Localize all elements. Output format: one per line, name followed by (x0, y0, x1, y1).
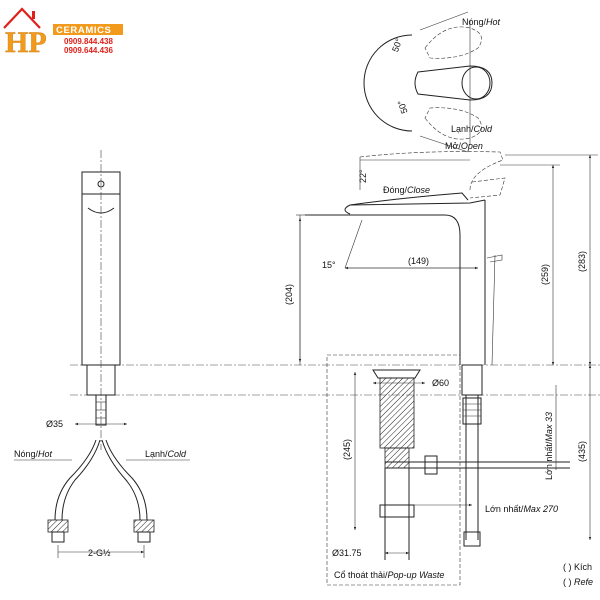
cold-hose-label: Lạnh/Cold (145, 449, 187, 459)
dim-thread: 2-G½ (88, 548, 111, 558)
angle-22: 22° (358, 169, 368, 183)
angle-50-top: 50° (390, 37, 404, 54)
dim-245: (245) (342, 439, 352, 460)
hot-label-top: Nóng/Hot (462, 17, 501, 27)
max-270-label: Lớn nhất/Max 270 (485, 504, 558, 514)
legend-line-2: ( ) Refe (563, 577, 593, 587)
legend: ( ) Kích ( ) Refe (563, 562, 593, 587)
dim-d35: Ø35 (46, 419, 63, 429)
logo-initials: HP (5, 26, 47, 59)
brand-logo: HP CERAMICS 0909.844.438 0909.644.436 (3, 7, 123, 59)
side-view: 22° 15° (149) (204) (259) (283) (435) Lớ… (70, 141, 600, 547)
dim-283: (283) (577, 251, 587, 272)
logo-phone-1: 0909.844.438 (64, 37, 113, 46)
dim-d60: Ø60 (432, 378, 449, 388)
dim-d31-75: Ø31.75 (332, 548, 362, 558)
angle-15: 15° (322, 260, 336, 270)
logo-brand: CERAMICS (56, 25, 111, 36)
dim-435: (435) (577, 441, 587, 462)
house-chimney-icon (32, 11, 35, 19)
popup-waste-label: Cổ thoát thải/Pop-up Waste (334, 570, 444, 580)
house-roof-icon (3, 7, 41, 29)
plan-view: 50° 50° Nóng/Hot Lạnh/Cold (363, 11, 501, 153)
max-33-label: Lớn nhất/Max 33 (544, 412, 554, 480)
open-label: Mở/Open (445, 141, 483, 151)
legend-line-1: ( ) Kích (563, 562, 592, 572)
popup-waste: Ø60 (245) Ø31.75 Cổ thoát thải/Pop-up Wa… (326, 354, 461, 586)
angle-50-bottom: 50° (396, 98, 410, 115)
logo-phone-2: 0909.644.436 (64, 46, 113, 55)
dim-204: (204) (284, 284, 294, 305)
dim-259: (259) (540, 264, 550, 285)
front-view: Ø35 Nóng/Hot Lạnh/Cold 2-G½ (14, 150, 190, 558)
cold-label-top: Lạnh/Cold (451, 124, 493, 134)
close-label: Đóng/Close (383, 185, 430, 195)
hot-hose-label: Nóng/Hot (14, 449, 53, 459)
dim-149: (149) (408, 256, 429, 266)
